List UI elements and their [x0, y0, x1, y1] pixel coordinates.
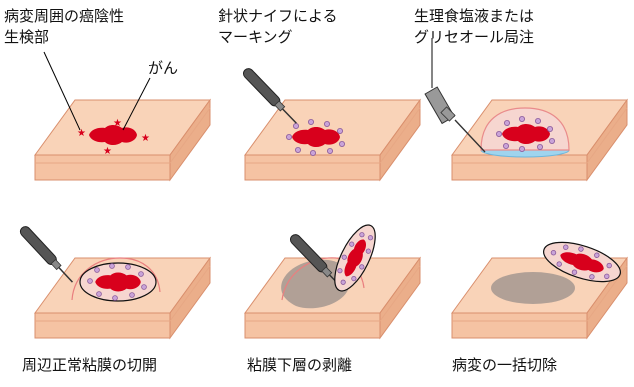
marking-dot [294, 146, 301, 153]
step1-label-line1: 病変周囲の癌陰性 [4, 7, 125, 25]
marking-dot [359, 232, 365, 238]
step2-label-line1: 針状ナイフによる [218, 7, 338, 25]
step4-label: 周辺正常粘膜の切開 [22, 356, 158, 374]
panel4-knife [17, 223, 77, 287]
marking-dot [563, 244, 569, 250]
marking-dot [495, 130, 502, 137]
marking-dot [96, 291, 102, 297]
marking-dot [112, 295, 118, 301]
marking-dot [365, 248, 371, 254]
marking-dot [292, 123, 299, 130]
marking-dot [549, 137, 556, 144]
marking-dot [94, 267, 100, 273]
panel5-flap [334, 224, 376, 292]
marking-dot [351, 275, 357, 282]
incision-line [71, 257, 161, 301]
marking-dot [337, 268, 343, 274]
marking-dot [109, 263, 115, 269]
step3-label-line1: 生理食塩液または [414, 7, 535, 25]
step3-label: 生理食塩液または グリセオール局注 [414, 6, 534, 48]
marking-dot [87, 278, 93, 284]
marking-dot [309, 149, 316, 156]
marking-dot [604, 273, 610, 280]
biopsy-star: ★ [77, 128, 86, 139]
marking-dot [606, 262, 612, 269]
marking-dot [519, 116, 526, 123]
panel2-markers [285, 119, 345, 156]
marking-dot [285, 133, 292, 140]
pointer-line-cancer [122, 77, 151, 131]
biopsy-star: ★ [113, 118, 122, 129]
marking-dot [535, 118, 542, 125]
step1-label-line2: 生検部 [4, 28, 50, 46]
pointer-line-biopsy [43, 51, 81, 131]
step5-label: 粘膜下層の剥離 [247, 356, 353, 374]
step2-label-line2: マーキング [218, 28, 293, 46]
resection-bed [491, 272, 575, 304]
panel2-needle-knife [240, 65, 301, 128]
panel6-specimen [543, 241, 621, 283]
step6-label: 病変の一括切除 [452, 356, 558, 374]
panel3-injection-tip [440, 106, 486, 153]
marking-dot [340, 279, 346, 285]
marking-dot [502, 142, 509, 149]
marking-dot [129, 292, 135, 298]
marking-dot [547, 126, 554, 133]
marking-dot [503, 120, 510, 127]
injection-hub [440, 106, 456, 122]
marking-dot [359, 264, 365, 270]
marking-dot [338, 140, 345, 147]
marking-dot [578, 246, 584, 252]
marking-dot [307, 119, 314, 126]
marking-dot [326, 147, 333, 154]
step1-label: 病変周囲の癌陰性 生検部 [4, 6, 124, 48]
marking-dot [571, 269, 578, 275]
marking-dot [537, 143, 544, 150]
injection-needle [454, 119, 486, 153]
step3-label-line2: グリセオール局注 [414, 28, 535, 46]
marking-dot [349, 241, 355, 247]
marking-dot [323, 121, 330, 128]
panel1-biopsy-sites: ★ ★ ★ ★ [77, 118, 150, 157]
marking-dot [341, 254, 347, 260]
cancer-annotation: がん [148, 59, 179, 77]
biopsy-star: ★ [103, 146, 112, 157]
submucosal-defect [281, 259, 350, 309]
marking-dot [550, 250, 557, 256]
marking-dot [138, 271, 144, 277]
marking-dot [519, 145, 526, 152]
marking-dot [141, 284, 147, 290]
marking-dot [556, 261, 562, 267]
marking-dot [336, 127, 343, 134]
biopsy-star: ★ [141, 133, 150, 144]
marking-dot [367, 235, 374, 241]
marking-dot [125, 264, 131, 270]
step2-label: 針状ナイフによる マーキング [218, 6, 338, 48]
panel4-markers [87, 263, 147, 301]
marking-dot [594, 252, 600, 258]
marking-dot [589, 274, 595, 280]
panel3-markers [495, 116, 556, 152]
